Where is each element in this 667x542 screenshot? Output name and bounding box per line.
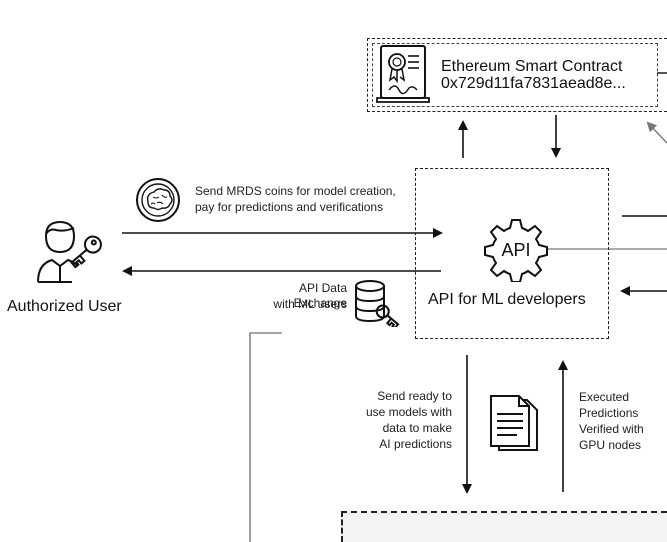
line-gray-elbow — [249, 332, 282, 542]
executed-line4: GPU nodes — [579, 438, 642, 452]
send-models-line1: Send ready to — [377, 389, 452, 403]
data-exchange-line2: with ML users — [273, 297, 347, 311]
api-badge-text: API — [501, 240, 530, 260]
bottom-dashed-box — [341, 511, 667, 542]
api-label: API for ML developers — [428, 291, 586, 308]
send-models-line4: AI predictions — [379, 437, 452, 451]
arrow-gray-diagonal — [646, 121, 667, 144]
send-models-line2: use models with — [365, 405, 452, 419]
smart-contract-inner — [372, 43, 658, 107]
send-coins-line2: pay for predictions and verifications — [195, 200, 384, 214]
executed-line3: Verified with — [579, 422, 644, 436]
executed-line2: Predictions — [579, 406, 639, 420]
user-label: Authorized User — [7, 298, 122, 315]
data-exchange-line1: API Data Exchange — [293, 281, 347, 310]
brain-coin-icon — [135, 177, 181, 228]
certificate-icon — [375, 44, 431, 111]
smart-contract-box — [367, 38, 667, 112]
contract-title: Ethereum Smart Contract — [441, 58, 623, 75]
documents-icon — [487, 392, 547, 463]
send-coins-line1: Send MRDS coins for model creation, — [195, 184, 396, 198]
send-models-line3: data to make — [382, 421, 452, 435]
executed-line1: Executed — [579, 390, 630, 404]
api-box — [415, 168, 609, 339]
api-gear-icon: API — [483, 216, 549, 287]
database-key-icon — [352, 279, 404, 332]
user-key-icon — [34, 218, 106, 293]
contract-address: 0x729d11fa7831aead8e... — [441, 75, 626, 92]
